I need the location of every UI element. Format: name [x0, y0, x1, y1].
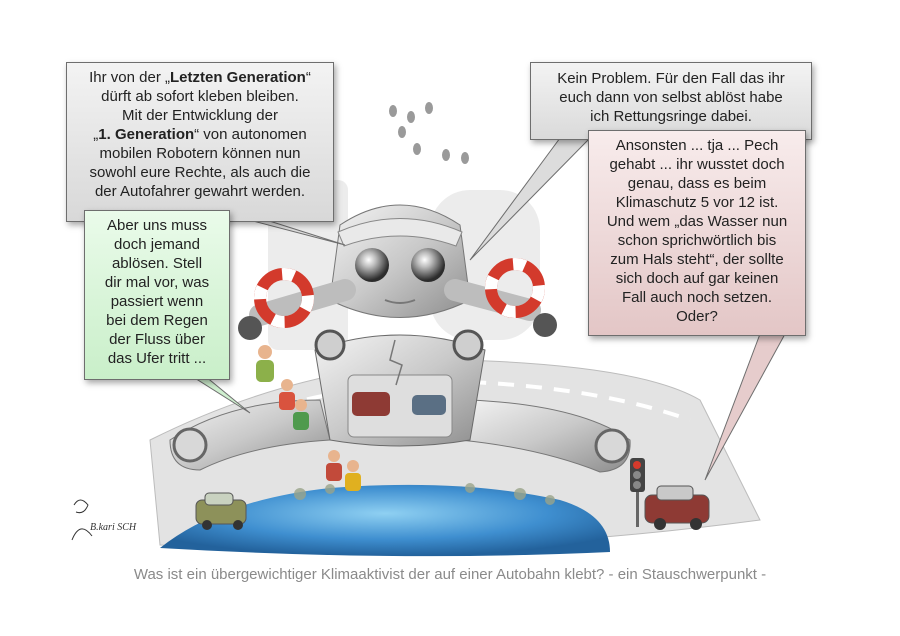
bubble-line: passiert wenn — [110, 293, 204, 310]
bubble-line: dürft ab sofort kleben bleiben. — [101, 88, 299, 105]
speech-bubble-robot: Ihr von der „Letzten Generation“ dürft a… — [66, 62, 334, 222]
bubble-line: der Fluss über — [109, 331, 205, 348]
bubble-line: schon sprichwörtlich bis — [617, 232, 777, 249]
bubble-line: Aber uns muss — [106, 217, 208, 234]
bubble-line: Und wem „das Wasser nun — [606, 213, 788, 230]
activists-left — [256, 345, 309, 430]
bubble-line: ich Rettungsringe dabei. — [590, 108, 752, 125]
bubble-line: sich doch auf gar keinen — [615, 270, 779, 287]
bubble-line: Ansonsten ... tja ... Pech — [615, 137, 779, 154]
bubble-line: gehabt ... ihr wusstet doch — [609, 156, 785, 173]
traffic-light — [630, 458, 645, 527]
bubble-line: der Autofahrer gewahrt werden. — [94, 183, 306, 200]
speech-bubble-activists: Aber uns muss doch jemand ablösen. Stell… — [84, 210, 230, 380]
signature-doodle — [71, 499, 93, 541]
speech-bubble-robot-reply: Kein Problem. Für den Fall das ihr euch … — [530, 62, 812, 140]
bubble-line: zum Hals steht“, der sollte — [610, 251, 784, 268]
robot — [169, 204, 631, 473]
lifebuoy-left — [254, 268, 314, 328]
lifebuoy-right — [485, 258, 545, 318]
bubble-line: das Ufer tritt ... — [107, 350, 207, 367]
caption: Was ist ein übergewichtiger Klimaaktivis… — [133, 566, 767, 583]
bubble-line: bei dem Regen — [106, 312, 208, 329]
bubble-line: Kein Problem. Für den Fall das ihr — [557, 70, 785, 87]
bubble-line: euch dann von selbst ablöst habe — [559, 89, 783, 106]
raindrops — [389, 102, 469, 164]
bubble-line: Klimaschutz 5 vor 12 ist. — [615, 194, 779, 211]
shoreline-bushes — [294, 483, 555, 505]
red-car — [644, 485, 710, 530]
green-car — [195, 492, 247, 530]
bubble-line: doch jemand — [114, 236, 200, 253]
artist-signature: B.kari SCH — [90, 522, 137, 533]
bubble-line: dir mal vor, was — [104, 274, 210, 291]
bubble-line: Fall auch noch setzen. — [621, 289, 773, 306]
bubble-line: „1. Generation“ von autonomen — [93, 126, 307, 143]
bubble-line: Ihr von der „Letzten Generation“ — [89, 69, 311, 86]
bubble-line: mobilen Robotern können nun — [99, 145, 301, 162]
bubble-line: Oder? — [676, 308, 718, 325]
bubble-line: Mit der Entwicklung der — [122, 107, 278, 124]
activists-center — [326, 450, 361, 491]
flood-water — [160, 484, 610, 557]
bubble-line: ablösen. Stell — [111, 255, 203, 272]
speech-bubble-robot-final: Ansonsten ... tja ... Pech gehabt ... ih… — [588, 130, 806, 336]
bubble-line: genau, dass es beim — [627, 175, 767, 192]
bubble-line: sowohl eure Rechte, als auch die — [89, 164, 311, 181]
